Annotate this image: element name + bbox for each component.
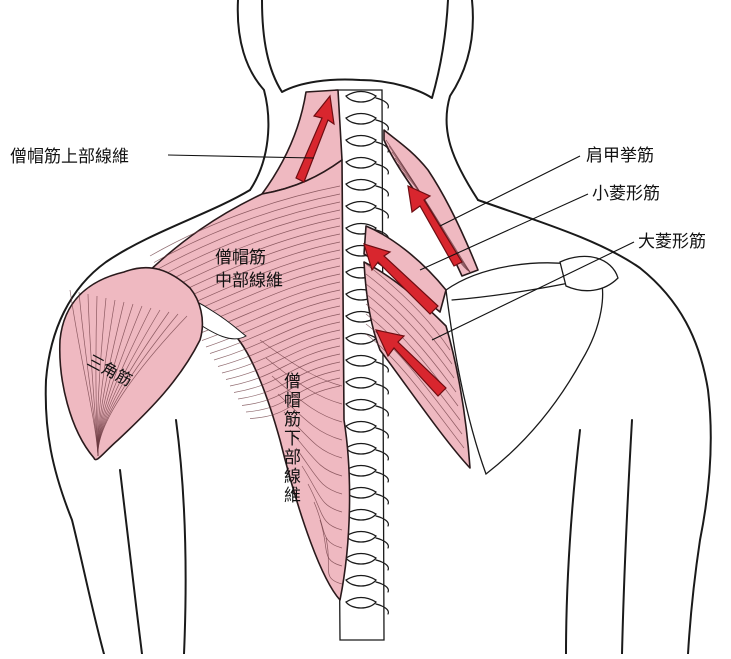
vertebra [346,576,376,587]
label-lower-trapezius: 僧帽筋下部線維 [280,372,301,505]
label-levator-scapulae: 肩甲挙筋 [586,146,654,166]
vertebra [346,510,376,521]
vertebra [346,488,376,499]
vertebra [346,378,376,389]
vertebra [346,356,376,367]
vertebra [346,444,376,455]
vertebra [346,158,376,169]
vertebra [346,422,376,433]
deltoid [60,268,203,460]
vertebra [346,202,376,213]
right-scapula [446,256,618,474]
vertebra [346,598,376,609]
deltoid-shape [60,268,203,460]
vertebra [346,180,376,191]
label-rhomboid-minor: 小菱形筋 [592,184,660,204]
vertebra [346,554,376,565]
vertebra [346,532,376,543]
vertebra [346,114,376,125]
label-upper-trapezius: 僧帽筋上部線維 [10,147,129,167]
vertebra [346,92,376,103]
vertebra [346,136,376,147]
label-middle-trapezius-2: 中部線維 [215,271,283,291]
vertebra [346,400,376,411]
label-rhomboid-major: 大菱形筋 [638,232,706,252]
vertebra [346,466,376,477]
label-middle-trapezius-1: 僧帽筋 [215,248,266,268]
